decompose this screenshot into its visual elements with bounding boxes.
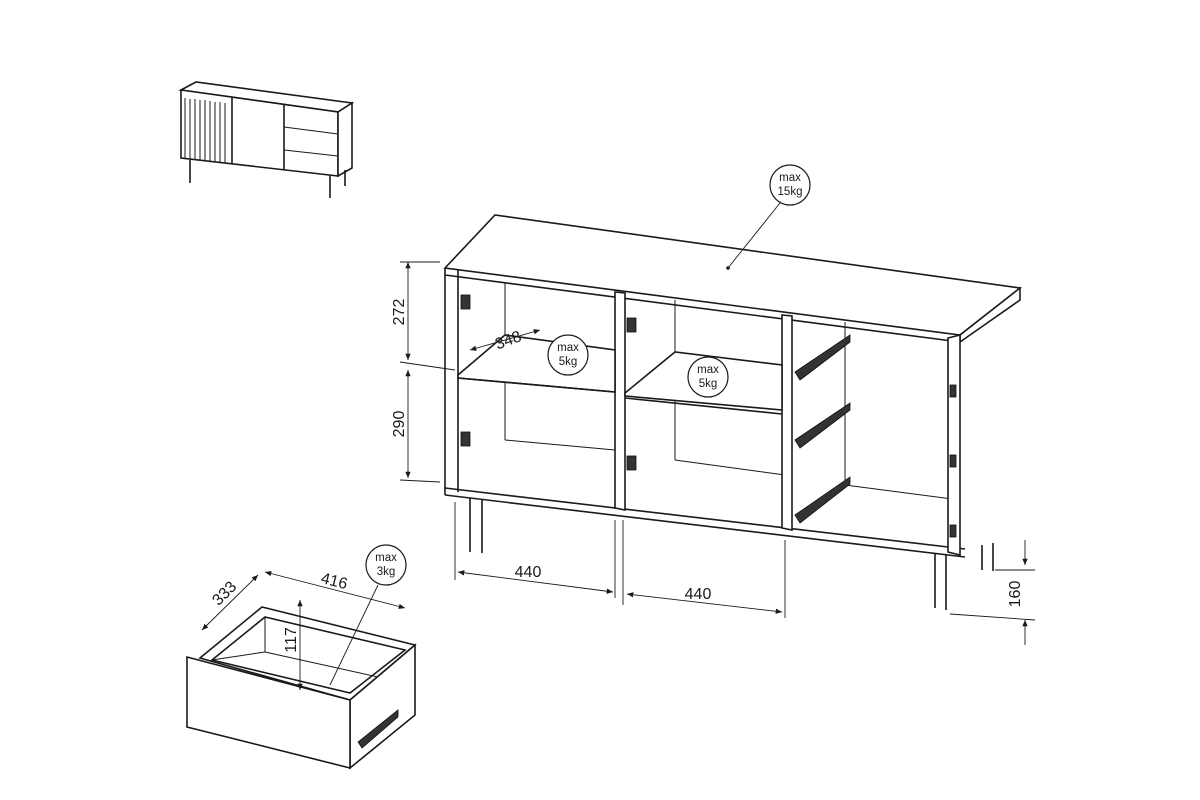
drawer-runner-icons [794,334,851,524]
callout-text: max [557,342,579,354]
callout-text: 15kg [778,186,803,198]
dim-drawer-width: 416 [319,570,349,593]
callout-text: 5kg [559,356,578,368]
callout-shelf-middle-load: max 5kg [687,356,729,398]
callout-drawer-load: max 3kg [365,544,407,586]
dim-drawer-depth: 333 [209,578,240,609]
drawer-view [186,570,417,770]
callout-text: max [697,364,719,376]
callout-text: max [779,172,801,184]
dim-leg-height: 160 [1007,581,1024,608]
callout-text: max [375,552,397,564]
dim-left-width: 440 [515,564,542,581]
sideboard-main-view [443,214,1022,610]
callout-top-load: max 15kg [769,164,811,206]
callout-shelf-left-load: max 5kg [547,334,589,376]
dim-upper-height: 272 [391,299,408,326]
callout-text: 5kg [699,378,718,390]
hinge-icons [460,294,957,538]
dim-lower-height: 290 [391,411,408,438]
dim-drawer-height: 117 [283,627,300,653]
dim-middle-width: 440 [685,586,712,603]
dimension-lines [399,261,1036,645]
sideboard-thumbnail [178,81,355,198]
callout-text: 3kg [377,566,396,578]
